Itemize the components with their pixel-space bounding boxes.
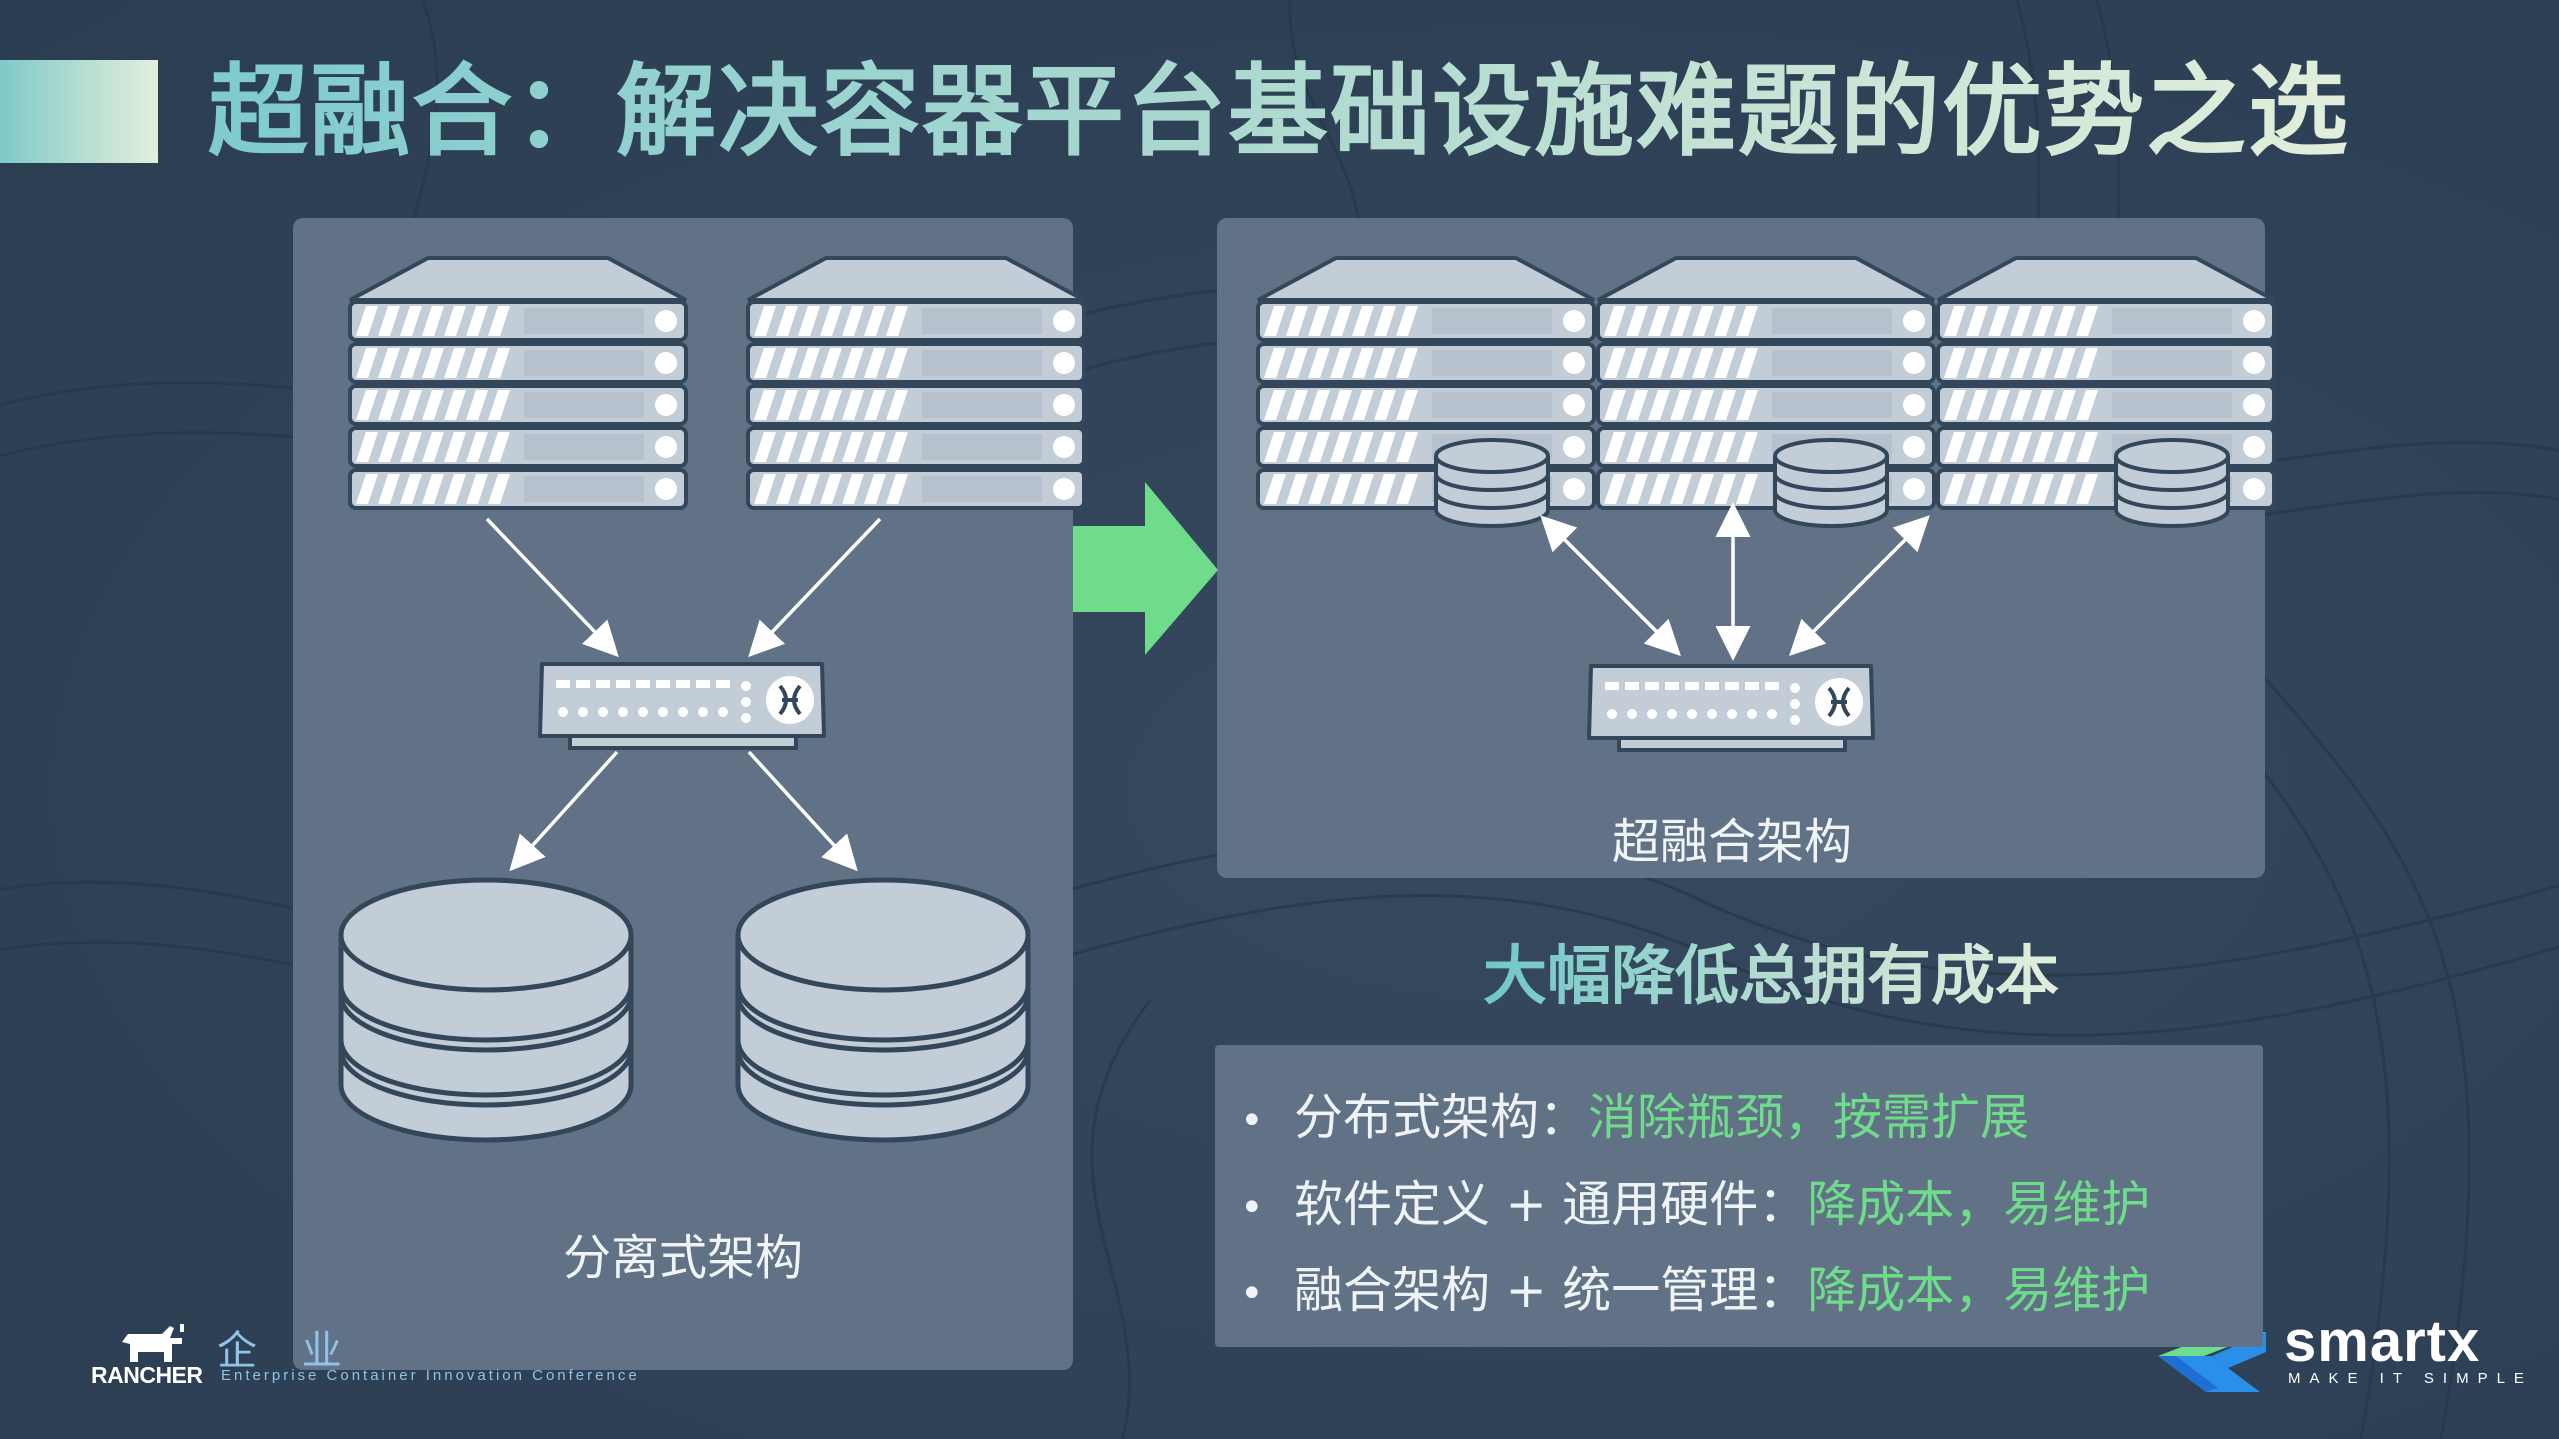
bullet-marker: •: [1240, 1185, 1264, 1231]
list-item: • 软件定义 + 通用硬件：降成本，易维护: [1240, 1170, 2150, 1240]
list-item-text: 融合架构 + 统一管理：: [1294, 1262, 1808, 1319]
list-item: • 融合架构 + 统一管理：降成本，易维护: [1240, 1256, 2150, 1326]
database-icon: [738, 880, 1028, 1140]
conference-name-cn: 企 业: [217, 1328, 358, 1374]
arrow-right-icon: [1073, 482, 1218, 655]
smartx-tagline: MAKE IT SIMPLE: [2288, 1370, 2533, 1387]
list-item: • 分布式架构：消除瓶颈，按需扩展: [1240, 1083, 2029, 1153]
smartx-logo-text: smartx: [2284, 1309, 2481, 1374]
database-icon: [2114, 438, 2230, 528]
tco-subtitle: 大幅降低总拥有成本: [1483, 925, 2059, 1017]
list-item-text: 分布式架构：: [1294, 1089, 1589, 1146]
list-item-highlight: 降成本，易维护: [1807, 1176, 2151, 1233]
database-icon: [1434, 438, 1550, 528]
hyperconverged-architecture-label: 超融合架构: [1612, 814, 1853, 870]
conference-name-en: Enterprise Container Innovation Conferen…: [221, 1367, 640, 1384]
bullet-marker: •: [1240, 1271, 1264, 1317]
server-rack-icon: [350, 258, 686, 508]
rancher-logo-text: RANCHER: [91, 1362, 203, 1388]
network-switch-icon: [538, 662, 826, 750]
database-icon: [341, 880, 631, 1140]
bullet-marker: •: [1240, 1098, 1264, 1144]
network-switch-icon: [1587, 664, 1875, 752]
rancher-logo-icon: [122, 1324, 184, 1362]
separated-architecture-label: 分离式架构: [563, 1230, 804, 1286]
server-rack-icon: [748, 258, 1084, 508]
list-item-highlight: 降成本，易维护: [1807, 1262, 2151, 1319]
list-item-text: 软件定义 + 通用硬件：: [1294, 1176, 1808, 1233]
benefits-list-box: [1215, 1045, 2263, 1347]
title-accent-bar: [0, 60, 158, 163]
list-item-highlight: 消除瓶颈，按需扩展: [1588, 1089, 2030, 1146]
database-icon: [1773, 438, 1889, 528]
slide-title: 超融合：解决容器平台基础设施难题的优势之选: [208, 53, 2350, 170]
